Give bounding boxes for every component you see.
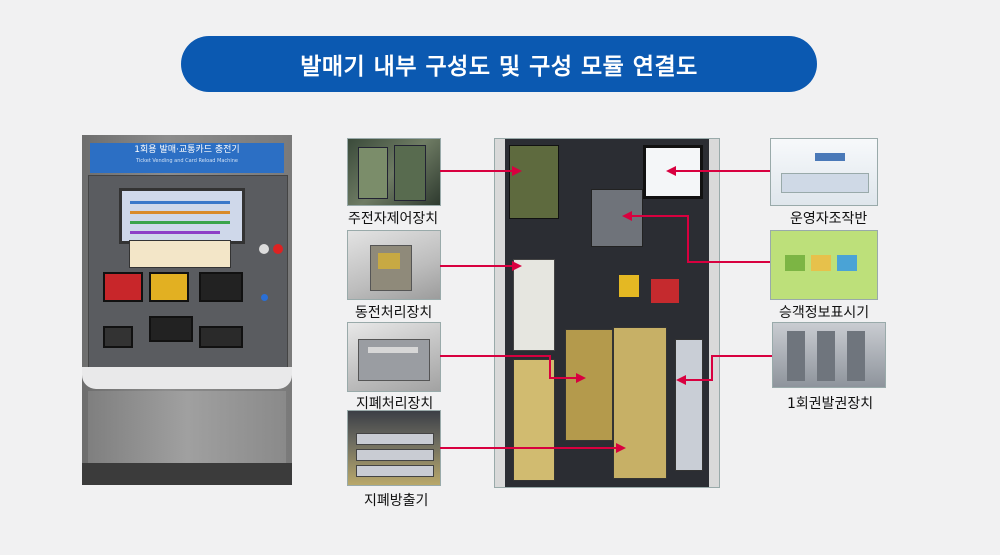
machine-exterior-photo: 1회용 발매·교통카드 충전기 Ticket Vending and Card … (82, 135, 292, 485)
interior-upper-unit (591, 189, 643, 247)
label-bill-processor: 지폐처리장치 (356, 396, 434, 412)
interior-controller-board (509, 145, 559, 219)
machine-blue-indicator (261, 294, 268, 301)
label-coin-processor: 동전처리장치 (355, 305, 433, 321)
machine-info-panel (129, 240, 231, 268)
interior-ticket-issuer (675, 339, 703, 471)
machine-header-banner: 1회용 발매·교통카드 충전기 Ticket Vending and Card … (90, 143, 284, 173)
machine-white-button (259, 244, 269, 254)
photo-single-ticket-issuer (772, 322, 886, 388)
machine-front-panel (88, 175, 288, 377)
interior-coin-module (513, 259, 555, 351)
machine-red-slot (103, 272, 143, 302)
machine-route-map-screen (119, 188, 245, 244)
machine-red-button (273, 244, 283, 254)
interior-red-box (651, 279, 679, 303)
label-passenger-display: 승객정보표시기 (779, 305, 870, 321)
machine-base (82, 463, 292, 485)
machine-coin-slot (103, 326, 133, 348)
photo-bill-processor (347, 322, 441, 392)
machine-header-subtitle: Ticket Vending and Card Reload Machine (136, 158, 238, 164)
interior-bill-module (565, 329, 613, 441)
photo-passenger-display (770, 230, 878, 300)
machine-card-slot (149, 316, 193, 342)
photo-main-controller (347, 138, 441, 206)
label-single-ticket-issuer: 1회권발권장치 (787, 396, 874, 412)
label-bill-dispenser: 지폐방출기 (364, 493, 429, 509)
page-title: 발매기 내부 구성도 및 구성 모듈 연결도 (181, 36, 817, 92)
interior-dispenser-stack (613, 327, 667, 479)
label-main-controller: 주전자제어장치 (348, 211, 439, 227)
photo-operator-panel (770, 138, 878, 206)
label-operator-panel: 운영자조작반 (790, 211, 868, 227)
photo-coin-processor (347, 230, 441, 300)
photo-machine-interior (494, 138, 720, 488)
machine-yellow-slot (149, 272, 189, 302)
machine-header-title: 1회용 발매·교통카드 충전기 (134, 145, 240, 155)
machine-black-slot (199, 272, 243, 302)
interior-yellow-box (619, 275, 639, 297)
interior-monitor (643, 145, 703, 199)
machine-bill-slot (199, 326, 243, 348)
machine-lower-cabinet (88, 391, 286, 463)
interior-lower-left-unit (513, 359, 555, 481)
photo-bill-dispenser (347, 410, 441, 486)
machine-ledge (82, 367, 292, 389)
